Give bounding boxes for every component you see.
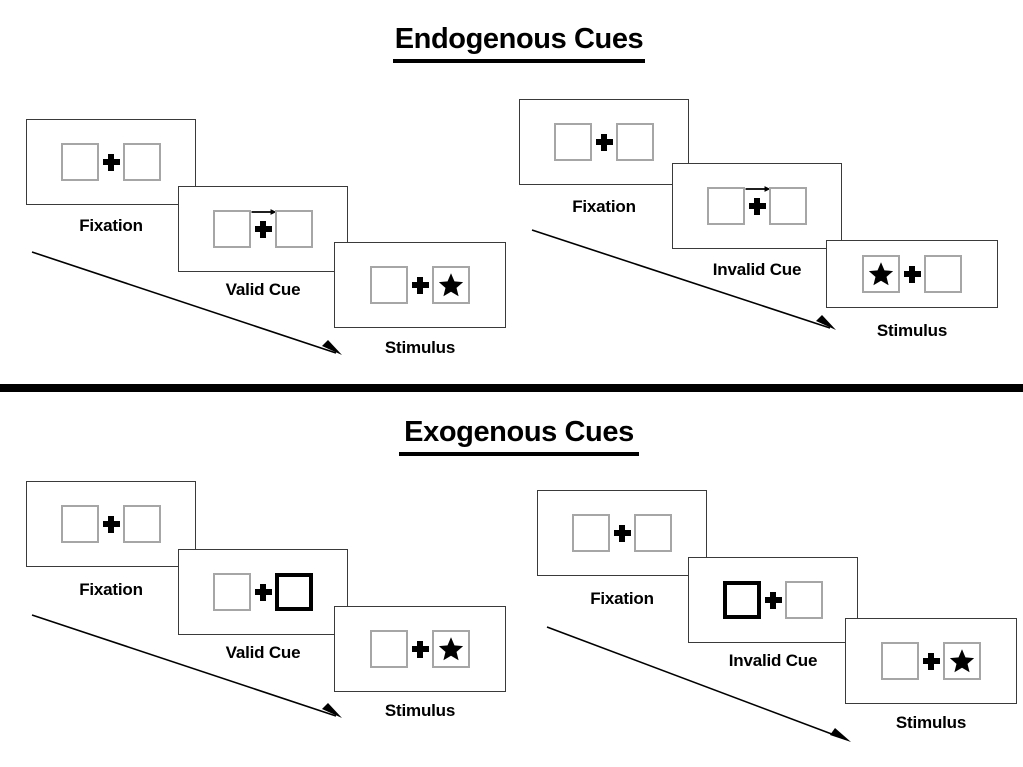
caption-exogenous-invalid-fixation: Fixation	[590, 589, 654, 608]
center-gap	[408, 276, 432, 294]
panel-content	[27, 120, 195, 204]
star-icon	[438, 637, 464, 661]
right-arrow-icon	[251, 207, 277, 216]
panel-content	[335, 243, 505, 327]
caption-endogenous-valid-cue: Valid Cue	[225, 280, 301, 299]
panel-content	[179, 187, 347, 271]
right-placeholder-box	[123, 505, 161, 543]
left-placeholder-box	[61, 143, 99, 181]
panel-content	[538, 491, 706, 575]
panel-content	[520, 100, 688, 184]
plus-icon	[102, 153, 120, 171]
plus-icon	[102, 515, 120, 533]
left-placeholder-box	[370, 266, 408, 304]
left-placeholder-box	[213, 210, 251, 248]
star-icon	[949, 649, 975, 673]
center-gap	[99, 153, 123, 171]
left-placeholder-box	[61, 505, 99, 543]
center-gap	[761, 591, 785, 609]
section-title-endogenous: Endogenous Cues	[393, 23, 645, 63]
plus-icon	[764, 591, 782, 609]
plus-icon	[254, 583, 272, 601]
plus-icon	[595, 133, 613, 151]
star-icon	[438, 273, 464, 297]
left-placeholder-box	[370, 630, 408, 668]
flow-arrow-exogenous-invalid	[545, 625, 861, 750]
center-gap	[99, 515, 123, 533]
panel-content	[827, 241, 997, 307]
center-gap	[900, 265, 924, 283]
right-cue-box	[275, 573, 313, 611]
caption-exogenous-valid-fixation: Fixation	[79, 580, 143, 599]
center-gap	[251, 583, 275, 601]
center-gap	[251, 208, 277, 238]
caption-endogenous-invalid-fixation: Fixation	[572, 197, 636, 216]
plus-icon	[411, 640, 429, 658]
caption-exogenous-valid-cue: Valid Cue	[225, 643, 301, 662]
caption-endogenous-invalid-stimulus: Stimulus	[876, 321, 948, 340]
panel-content	[179, 550, 347, 634]
panel-endogenous-valid-fixation	[26, 119, 196, 205]
plus-icon	[613, 524, 631, 542]
left-cue-box	[723, 581, 761, 619]
panel-exogenous-invalid-stimulus	[845, 618, 1017, 704]
plus-icon	[411, 276, 429, 294]
caption-exogenous-invalid-stimulus: Stimulus	[895, 713, 967, 732]
panel-endogenous-invalid-stimulus	[826, 240, 998, 308]
plus-icon	[748, 197, 766, 215]
center-gap	[919, 652, 943, 670]
right-placeholder-box	[634, 514, 672, 552]
panel-exogenous-valid-stimulus	[334, 606, 506, 692]
caption-endogenous-invalid-cue: Invalid Cue	[712, 260, 802, 279]
panel-content	[335, 607, 505, 691]
center-gap	[592, 133, 616, 151]
right-stimulus-box	[432, 266, 470, 304]
panel-endogenous-invalid-cue	[672, 163, 842, 249]
caption-endogenous-valid-fixation: Fixation	[79, 216, 143, 235]
left-placeholder-box	[707, 187, 745, 225]
star-icon	[868, 262, 894, 286]
panel-endogenous-invalid-fixation	[519, 99, 689, 185]
panel-content	[673, 164, 841, 248]
right-placeholder-box	[275, 210, 313, 248]
center-gap	[745, 185, 771, 215]
plus-icon	[903, 265, 921, 283]
panel-exogenous-valid-cue	[178, 549, 348, 635]
right-arrow-icon	[745, 184, 771, 193]
right-placeholder-box	[785, 581, 823, 619]
right-placeholder-box	[924, 255, 962, 293]
left-stimulus-box	[862, 255, 900, 293]
plus-icon	[922, 652, 940, 670]
left-placeholder-box	[554, 123, 592, 161]
panel-endogenous-valid-stimulus	[334, 242, 506, 328]
panel-content	[846, 619, 1016, 703]
panel-exogenous-invalid-fixation	[537, 490, 707, 576]
panel-content	[689, 558, 857, 642]
right-stimulus-box	[432, 630, 470, 668]
caption-exogenous-valid-stimulus: Stimulus	[384, 701, 456, 720]
panel-exogenous-invalid-cue	[688, 557, 858, 643]
right-placeholder-box	[769, 187, 807, 225]
panel-exogenous-valid-fixation	[26, 481, 196, 567]
left-placeholder-box	[213, 573, 251, 611]
right-stimulus-box	[943, 642, 981, 680]
caption-endogenous-valid-stimulus: Stimulus	[384, 338, 456, 357]
panel-content	[27, 482, 195, 566]
center-gap	[408, 640, 432, 658]
left-placeholder-box	[572, 514, 610, 552]
plus-icon	[254, 220, 272, 238]
section-divider	[0, 384, 1023, 392]
panel-endogenous-valid-cue	[178, 186, 348, 272]
right-placeholder-box	[616, 123, 654, 161]
caption-exogenous-invalid-cue: Invalid Cue	[728, 651, 818, 670]
left-placeholder-box	[881, 642, 919, 680]
center-gap	[610, 524, 634, 542]
section-title-exogenous: Exogenous Cues	[399, 416, 639, 456]
right-placeholder-box	[123, 143, 161, 181]
